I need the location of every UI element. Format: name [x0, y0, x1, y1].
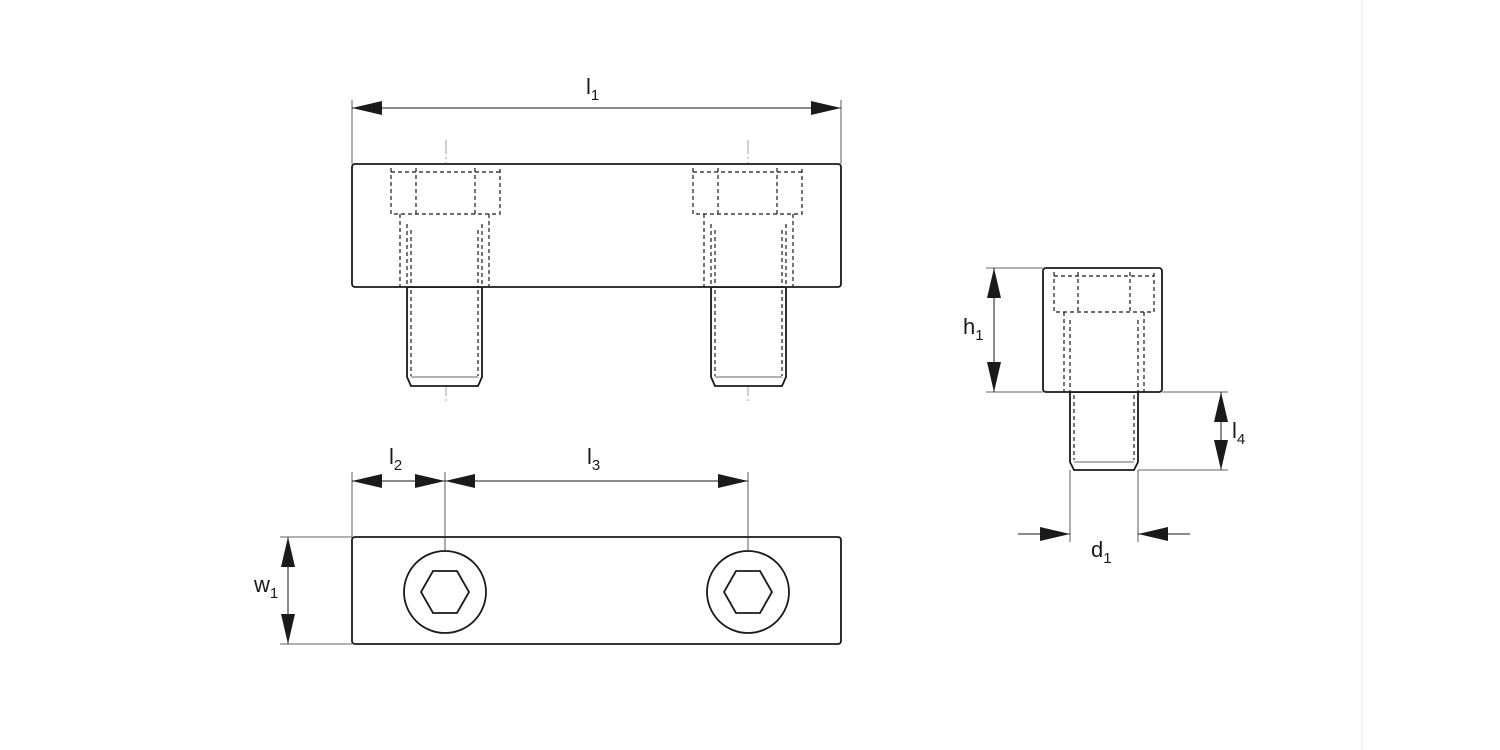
label-l1: l1	[586, 74, 599, 104]
label-l4: l4	[1232, 418, 1245, 448]
left-screw-hidden	[390, 168, 501, 287]
label-l3: l3	[587, 444, 600, 474]
label-w1: w1	[253, 572, 278, 602]
dimension-w1: w1	[253, 536, 352, 645]
right-screw-head-top	[706, 550, 790, 634]
hex-socket-left	[419, 570, 471, 614]
right-screw-hidden	[692, 168, 803, 287]
bar-body-side	[1042, 267, 1163, 393]
hex-socket-right	[722, 570, 774, 614]
dimension-d1: d1	[1018, 470, 1190, 567]
side-screw-hidden	[1053, 272, 1155, 392]
label-l2: l2	[389, 444, 402, 474]
right-screw-threads	[714, 290, 783, 378]
right-screw-shank	[710, 286, 787, 387]
front-view: l1	[351, 74, 842, 402]
left-screw-head-top	[403, 550, 487, 634]
side-view: h1 l4 d1	[963, 267, 1245, 567]
dimension-l2: l2	[351, 444, 446, 552]
dimension-l3: l3	[445, 444, 749, 552]
left-screw-threads	[410, 290, 479, 378]
dimension-l1: l1	[351, 74, 842, 164]
side-screw-shank	[1069, 391, 1139, 471]
left-screw-shank	[406, 286, 483, 387]
dimension-h1: h1	[963, 267, 1043, 393]
label-d1: d1	[1091, 537, 1112, 567]
label-h1: h1	[963, 314, 984, 344]
dimension-l4: l4	[1138, 391, 1245, 471]
side-screw-threads	[1073, 395, 1135, 463]
bar-body-front	[351, 163, 842, 288]
top-view: l2 l3 w1	[253, 444, 842, 645]
